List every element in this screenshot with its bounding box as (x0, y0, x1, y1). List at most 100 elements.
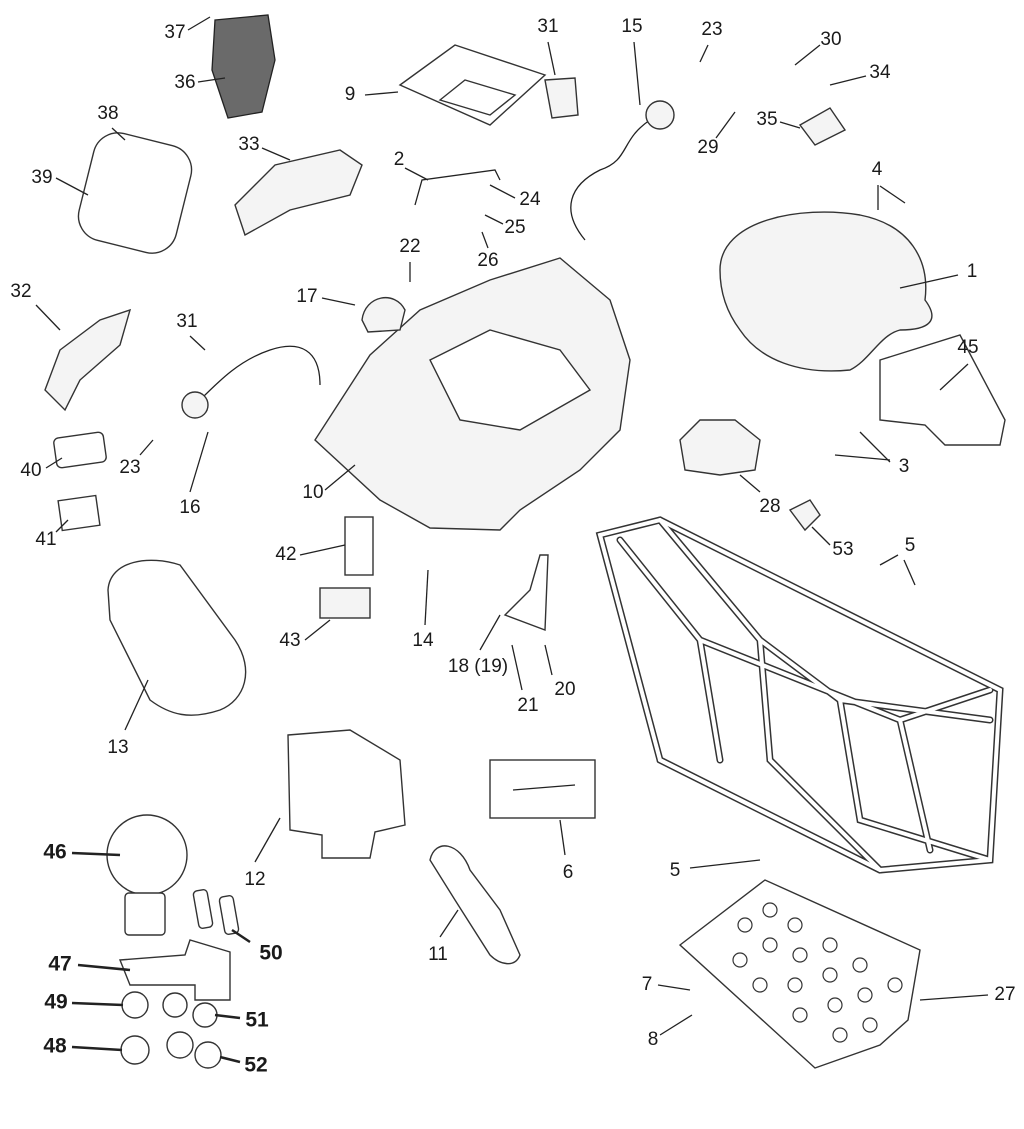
callout-7: 7 (642, 974, 653, 995)
callout-40: 40 (20, 460, 41, 481)
part-13-pad (107, 559, 247, 716)
part-31-bracket (544, 77, 579, 119)
part-47-bracket (118, 939, 231, 1001)
callout-49: 49 (44, 991, 67, 1014)
callout-36: 36 (174, 72, 195, 93)
callout-26: 26 (477, 250, 498, 271)
part-50-bolt-b (218, 895, 240, 935)
part-45-pad (879, 334, 1006, 446)
callout-41: 41 (35, 529, 56, 550)
callout-18-19: 18 (19) (448, 656, 508, 677)
part-11-pad (429, 845, 521, 965)
callout-53: 53 (832, 539, 853, 560)
callout-38: 38 (97, 103, 118, 124)
part-53-clip (788, 499, 821, 532)
callout-20: 20 (554, 679, 575, 700)
part-6-tool-bag (489, 759, 596, 819)
part-33-tail-housing (234, 149, 363, 237)
part-1-seat (719, 211, 933, 372)
part-36-mudflap (211, 14, 276, 119)
part-27-skid-plate (678, 879, 921, 1069)
callout-11: 11 (428, 944, 448, 965)
part-10-tray (429, 329, 592, 431)
callout-5b: 5 (670, 860, 681, 881)
callout-31: 31 (537, 16, 558, 37)
part-41-plate (57, 494, 101, 532)
bold-leader-lines (71, 851, 251, 1064)
callout-9: 9 (345, 84, 356, 105)
callout-35: 35 (756, 109, 777, 130)
part-18-bracket (503, 554, 549, 631)
callout-8: 8 (648, 1029, 659, 1050)
callout-31b: 31 (176, 311, 197, 332)
callout-13: 13 (107, 737, 128, 758)
part-46-stem (124, 892, 166, 936)
callout-45: 45 (957, 337, 978, 358)
part-17-light (361, 297, 406, 333)
part-42-bracket (344, 516, 374, 576)
callout-50: 50 (259, 942, 282, 965)
callout-48: 48 (43, 1035, 67, 1058)
callout-2: 2 (394, 149, 405, 170)
part-35-switch (798, 107, 847, 146)
callout-15: 15 (621, 16, 642, 37)
parts (44, 14, 1006, 1069)
part-52-nut-a (166, 1031, 194, 1059)
part-27-holes (732, 902, 903, 1043)
callout-3: 3 (899, 456, 910, 477)
callout-17: 17 (296, 286, 317, 307)
callout-39: 39 (31, 167, 52, 188)
part-16-harness (199, 345, 321, 401)
callout-10: 10 (302, 482, 323, 503)
callout-21: 21 (517, 695, 538, 716)
part-9-slot (438, 79, 517, 116)
callout-14: 14 (412, 630, 434, 651)
callout-42: 42 (275, 544, 296, 565)
part-2-bar (414, 169, 501, 206)
part-32-housing (44, 308, 132, 412)
part-15-lamp (645, 100, 675, 130)
callout-34: 34 (869, 62, 891, 83)
callout-6: 6 (563, 862, 574, 883)
callout-46: 46 (43, 841, 66, 864)
part-16-lamp (181, 391, 209, 419)
leader-lines (35, 16, 989, 1036)
callout-47: 47 (48, 953, 71, 976)
callout-52: 52 (244, 1054, 267, 1077)
part-52-nut-b (194, 1041, 222, 1069)
part-51-nut-b (192, 1002, 218, 1028)
callout-22: 22 (399, 236, 420, 257)
callout-27: 27 (994, 984, 1015, 1005)
part-frame (595, 516, 1004, 874)
callout-32: 32 (10, 281, 31, 302)
part-50-bolt-a (192, 889, 214, 929)
callout-29: 29 (697, 137, 718, 158)
callout-23: 23 (701, 19, 722, 40)
part-39-rack (77, 132, 193, 254)
callout-23b: 23 (119, 457, 140, 478)
callout-30: 30 (820, 29, 841, 50)
callout-51: 51 (245, 1009, 269, 1032)
callout-37: 37 (164, 22, 185, 43)
part-49-nut (121, 991, 149, 1019)
part-48-nut (120, 1035, 150, 1065)
callout-24: 24 (519, 189, 541, 210)
callout-43: 43 (279, 630, 300, 651)
callout-1: 1 (967, 261, 978, 282)
callout-16: 16 (179, 497, 200, 518)
part-51-nut-a (162, 992, 188, 1018)
part-28-box (679, 419, 761, 476)
callout-4: 4 (872, 159, 883, 180)
callout-12: 12 (244, 869, 265, 890)
part-40-reflector (53, 431, 107, 469)
part-6-wrench (512, 784, 576, 791)
callout-28: 28 (759, 496, 780, 517)
part-12-pad (287, 729, 406, 859)
callout-labels: 37 36 31 15 23 30 34 9 38 29 35 33 39 2 … (10, 16, 1015, 1077)
callout-33: 33 (238, 134, 259, 155)
part-15-harness (570, 119, 651, 241)
callout-5: 5 (905, 535, 916, 556)
callout-25: 25 (504, 217, 525, 238)
